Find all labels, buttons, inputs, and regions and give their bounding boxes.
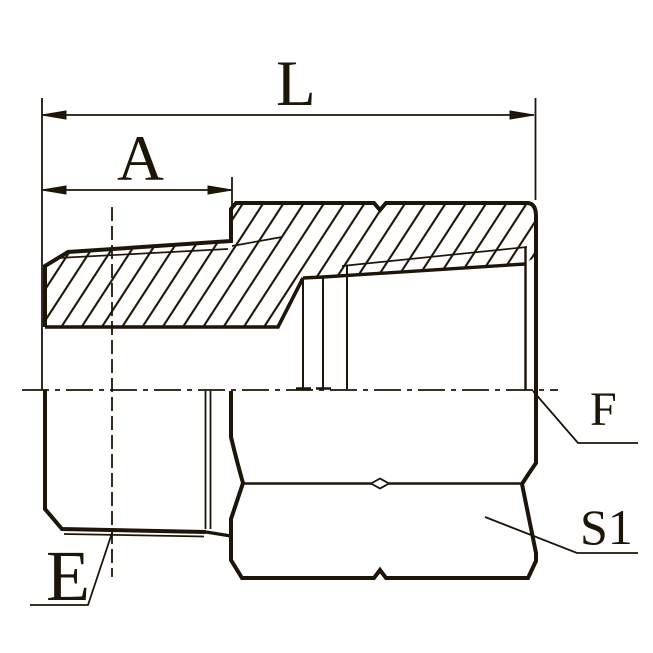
dimension-L — [41, 98, 537, 390]
arrowhead-right — [207, 185, 233, 195]
label-male-thread: E — [46, 536, 90, 616]
arrowhead-left — [41, 185, 67, 195]
leader-E — [30, 529, 114, 606]
leader-F — [532, 390, 638, 444]
lower-external-outline — [43, 390, 538, 580]
arrowhead-left — [41, 110, 67, 120]
callout-leaders — [30, 390, 638, 606]
section-hatch-area — [45, 203, 536, 327]
label-female-thread: F — [590, 383, 617, 436]
upper-section-outline — [43, 201, 538, 390]
dimension-A — [41, 177, 233, 222]
label-overall-length: L — [276, 48, 316, 120]
thread-detail-lines — [57, 236, 528, 538]
arrowhead-right — [509, 110, 535, 120]
label-hex-size: S1 — [580, 499, 633, 555]
leader-S1 — [484, 516, 638, 554]
label-male-thread-length: A — [117, 123, 164, 195]
